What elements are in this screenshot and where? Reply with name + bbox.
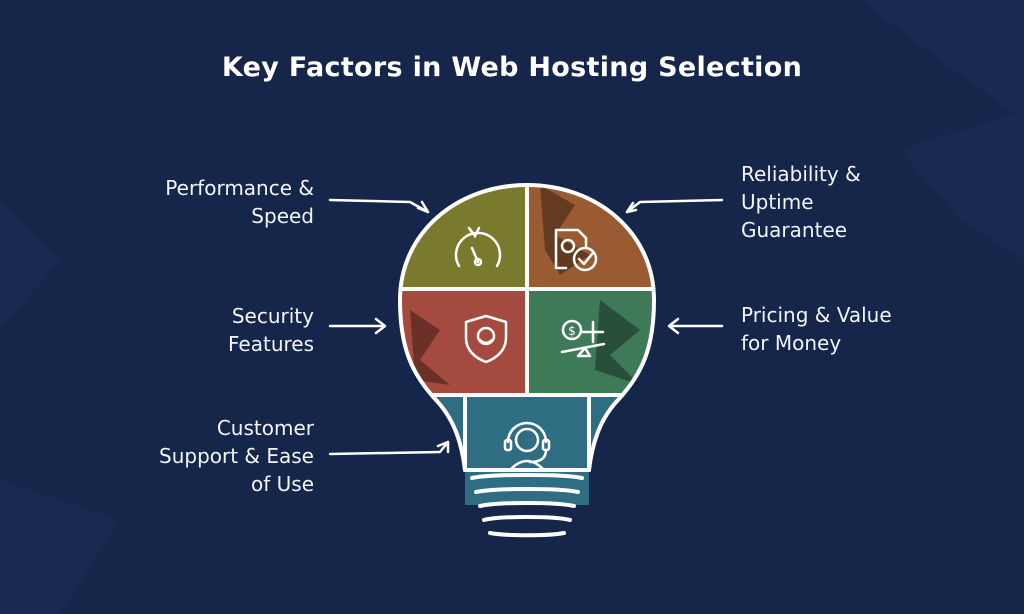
label-security-line: Features [228,332,314,356]
shield-icon [464,314,508,364]
arrow-performance [328,198,430,214]
label-support: Customer Support & Ease of Use [159,414,314,498]
bulb-base [470,473,584,538]
label-support-line: Support & Ease [159,444,314,468]
label-performance-line: Performance & [165,176,314,200]
headset-icon [503,421,551,472]
page-title: Key Factors in Web Hosting Selection [221,52,803,83]
quadrant-performance [400,185,527,289]
label-reliability: Reliability & Uptime Guarantee [741,160,861,244]
arrow-reliability [625,198,724,214]
label-performance-line: Speed [251,204,314,228]
label-reliability-line: Guarantee [741,218,848,242]
label-security: Security Features [228,302,314,358]
label-reliability-line: Uptime [741,190,814,214]
label-pricing-line: for Money [741,331,842,355]
label-support-line: Customer [216,416,314,440]
label-support-line: of Use [251,472,314,496]
svg-text:$: $ [568,324,576,338]
label-reliability-line: Reliability & [741,162,861,186]
balance-scale-icon: $ [560,319,606,358]
document-check-icon [554,228,598,272]
label-security-line: Security [231,304,314,328]
arrow-security [328,317,387,335]
quadrant-pricing [527,289,654,395]
bulb-outline [398,183,656,472]
connector-arrows [328,198,724,456]
arrow-support [328,440,450,456]
speedometer-icon [454,226,502,268]
label-pricing-line: Pricing & Value [741,303,892,327]
arrow-pricing [667,317,724,335]
label-pricing: Pricing & Value for Money [741,301,892,357]
label-performance: Performance & Speed [165,174,314,230]
